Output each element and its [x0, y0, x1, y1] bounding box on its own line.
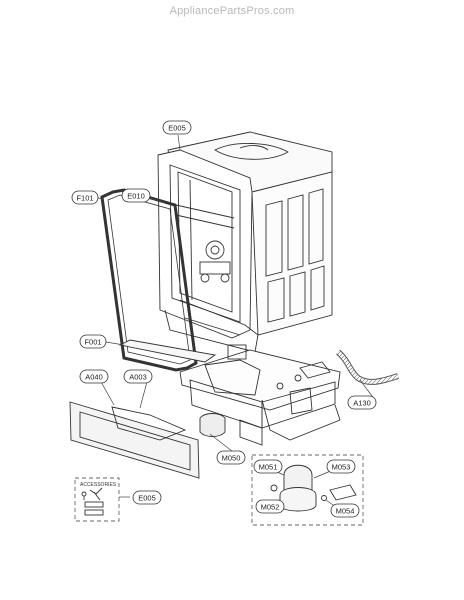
- callout-a130: A130: [347, 395, 377, 410]
- svg-text:A040: A040: [85, 373, 103, 382]
- dishwasher-tub: [157, 131, 333, 353]
- callout-m054: M054: [330, 503, 360, 518]
- drain-pump: [199, 413, 226, 437]
- callout-a003: A003: [123, 369, 153, 384]
- callout-f101: F101: [71, 190, 99, 205]
- callout-e005-accessories: E005: [132, 490, 162, 505]
- toe-kick-panel: [69, 401, 200, 479]
- sump-assembly: [251, 454, 364, 526]
- svg-text:A130: A130: [353, 399, 371, 408]
- svg-text:M051: M051: [259, 463, 278, 472]
- drain-hose: [335, 349, 399, 385]
- accessories-box: [74, 477, 120, 522]
- accessories-label: ACCESSORIES: [80, 482, 117, 488]
- callout-m051: M051: [253, 459, 283, 474]
- svg-text:M053: M053: [332, 463, 351, 472]
- watermark: AppliancePartsPros.com: [169, 5, 295, 17]
- callout-m050: M050: [216, 450, 246, 465]
- callout-e010: E010: [121, 188, 151, 203]
- callout-f001: F001: [79, 334, 107, 349]
- door-gasket: [100, 188, 198, 372]
- callout-a040: A040: [79, 369, 109, 384]
- callout-m052: M052: [255, 499, 285, 514]
- svg-text:M052: M052: [261, 503, 280, 512]
- svg-text:E005: E005: [168, 124, 186, 133]
- svg-text:E005: E005: [138, 494, 156, 503]
- svg-text:A003: A003: [129, 373, 147, 382]
- base-assembly: [118, 339, 341, 446]
- svg-text:M054: M054: [336, 507, 355, 516]
- callout-m053: M053: [326, 459, 356, 474]
- callout-e005-top: E005: [162, 120, 192, 135]
- svg-text:F001: F001: [84, 338, 101, 347]
- svg-text:M050: M050: [222, 454, 241, 463]
- svg-text:F101: F101: [76, 194, 93, 203]
- svg-text:E010: E010: [127, 192, 145, 201]
